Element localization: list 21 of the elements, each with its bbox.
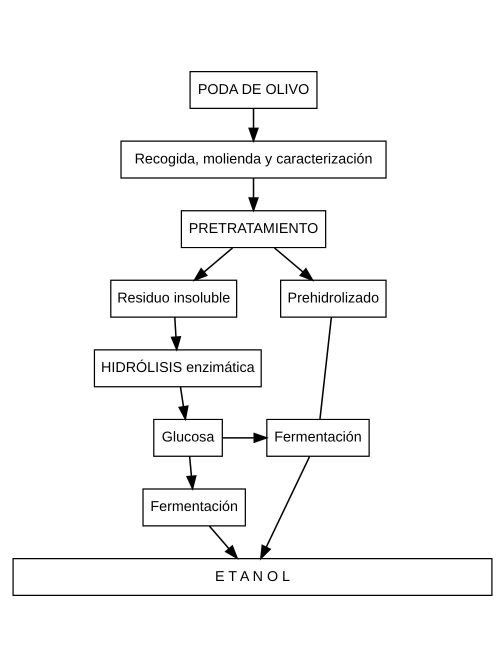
arrow (208, 525, 238, 560)
node-box: Fermentación (142, 488, 246, 526)
node-box: PODA DE OLIVO (188, 70, 318, 109)
node-box: E T A N O L (12, 557, 492, 596)
arrow (248, 108, 258, 143)
node-box: Glucosa (152, 418, 222, 456)
arrow (259, 456, 310, 560)
arrow (222, 432, 268, 443)
node-box: Prehidrolizado (280, 279, 386, 318)
arrow (178, 386, 188, 421)
node-box: Residuo insoluble (110, 279, 237, 318)
arrow (273, 246, 314, 282)
arrow (248, 178, 258, 212)
arrow (192, 246, 233, 282)
connector (318, 316, 332, 419)
arrow (186, 456, 196, 490)
node-box: Recogida, molienda y caracterización (120, 140, 386, 178)
arrow (170, 316, 181, 352)
node-box: Fermentación (266, 418, 370, 456)
node-box: PRETRATAMIENTO (180, 210, 326, 248)
node-box: HIDRÓLISIS enzimática (93, 348, 262, 387)
